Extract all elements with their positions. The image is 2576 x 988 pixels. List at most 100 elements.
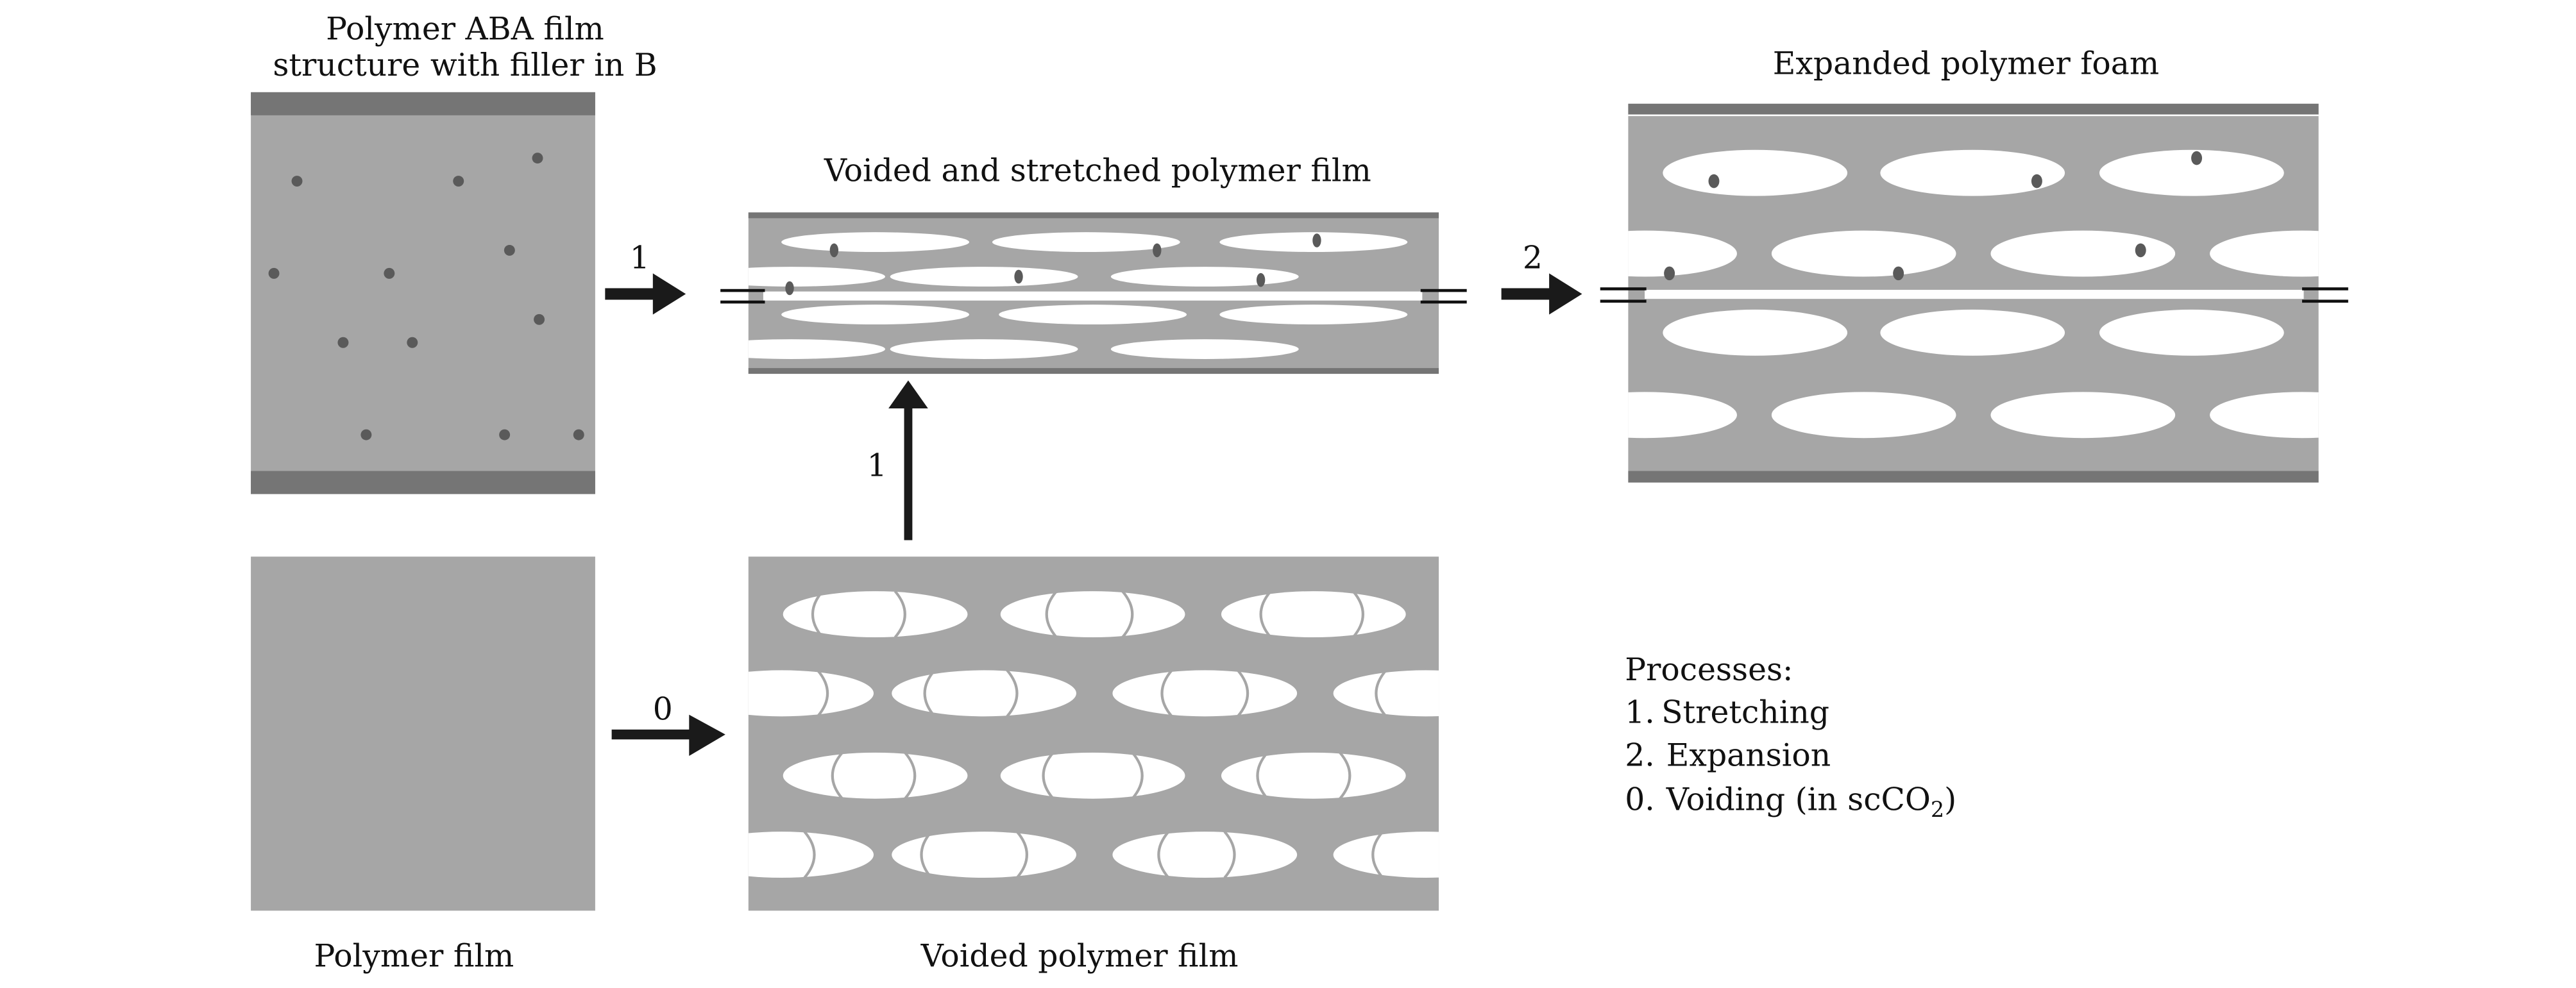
void [1333, 670, 1439, 717]
void [748, 670, 874, 717]
void [781, 232, 969, 252]
arrow-stretching-1 [605, 273, 686, 315]
crack-line [1015, 830, 1028, 879]
filler-particle [785, 281, 794, 296]
crack-line [1352, 590, 1364, 639]
crack-line [1006, 669, 1019, 717]
arrow-label-1b: 1 [867, 447, 887, 483]
aba-top-skin [251, 92, 595, 115]
aba-bottom-skin [251, 471, 595, 494]
void [1990, 230, 2176, 277]
stretched-title: Voided and stretched polymer film [824, 153, 1371, 189]
void [1880, 309, 2065, 356]
expanded-foam [1600, 103, 2348, 483]
crack-line [1131, 751, 1144, 800]
crack-line [725, 832, 735, 878]
void [1990, 392, 2176, 439]
void [1880, 149, 2065, 196]
void [2099, 309, 2284, 356]
aba-film [251, 92, 595, 494]
filler-particle [1256, 272, 1266, 287]
crack-line [1223, 830, 1236, 879]
void [783, 591, 968, 638]
void [1110, 267, 1299, 287]
crack-line [1157, 830, 1170, 879]
aba-core-layer [251, 92, 595, 494]
void [783, 752, 968, 799]
foam-top-line [1628, 114, 2319, 117]
foam-voids [1628, 149, 2319, 439]
void [2210, 230, 2319, 277]
crack-line [1045, 590, 1058, 639]
svg-text:2.Expansion: 2.Expansion [1625, 737, 1831, 773]
arrow-stretching-vertical [888, 380, 928, 540]
void [1221, 591, 1406, 638]
voided-voids [725, 590, 1465, 879]
filler-particle [1664, 266, 1675, 281]
foam-filler-particles [1664, 151, 2203, 281]
legend-item-voiding: 0.Voiding (in scCO2) [1625, 782, 1956, 822]
aba-filler-particles [268, 153, 584, 440]
void [1771, 392, 1956, 439]
filler-particle [499, 429, 511, 440]
void [1628, 392, 1737, 439]
aba-title-line1: Polymer ABA film [326, 11, 604, 47]
filler-particle [337, 337, 349, 348]
crack-line [1339, 751, 1352, 800]
void [1112, 832, 1298, 878]
stretched-top-skin [748, 212, 1439, 219]
void [2210, 392, 2319, 439]
legend-item-stretching: 1.Stretching [1625, 694, 1829, 731]
filler-particle [384, 267, 395, 279]
crack-line [803, 830, 816, 879]
foam-break-mark-left [1600, 287, 1647, 303]
break-mark-right [1420, 289, 1467, 304]
arrow-voiding-0 [611, 714, 725, 756]
stretched-break-gap [763, 291, 1423, 301]
arrow-label-1a: 1 [630, 240, 650, 276]
void [1110, 339, 1299, 359]
arrow-label-2: 2 [1523, 240, 1543, 276]
filler-particle [453, 176, 464, 187]
void [1663, 149, 1848, 196]
crack-line [1445, 670, 1455, 716]
crack-line [1121, 590, 1134, 639]
void [1221, 752, 1406, 799]
crack-line [894, 590, 906, 639]
crack-line [1160, 669, 1173, 717]
stretched-filler-particles [785, 233, 1321, 296]
crack-line [831, 751, 843, 800]
crack-line [1256, 751, 1269, 800]
filler-particle [1708, 174, 1720, 188]
filler-particle [1153, 243, 1162, 258]
crack-line [904, 751, 917, 800]
crack-line [811, 590, 824, 639]
filler-particle [573, 429, 584, 440]
void [1112, 670, 1298, 717]
filler-particle [1312, 233, 1321, 247]
void [2099, 149, 2284, 196]
void [748, 339, 885, 359]
void [1628, 230, 1737, 277]
polymer-film-caption: Polymer film [314, 938, 514, 975]
filler-particle [2135, 243, 2146, 258]
filler-particle [291, 176, 303, 187]
processes-legend: Processes: 1.Stretching 2.Expansion 0.Vo… [1625, 651, 1956, 822]
void [1771, 230, 1956, 277]
filler-particle [829, 243, 839, 258]
void [890, 267, 1078, 287]
void [890, 339, 1078, 359]
arrow-expansion-2 [1501, 273, 1582, 315]
crack-line [1455, 832, 1465, 878]
filler-particle [2031, 174, 2042, 188]
void [1219, 305, 1408, 325]
stretched-film [720, 212, 1467, 374]
arrow-label-0: 0 [653, 691, 673, 727]
void [748, 267, 885, 287]
legend-item-expansion: 2.Expansion [1625, 737, 1831, 773]
foam-bottom-skin [1628, 471, 2319, 483]
void [999, 305, 1187, 325]
crack-line [920, 830, 933, 879]
void [892, 670, 1076, 717]
